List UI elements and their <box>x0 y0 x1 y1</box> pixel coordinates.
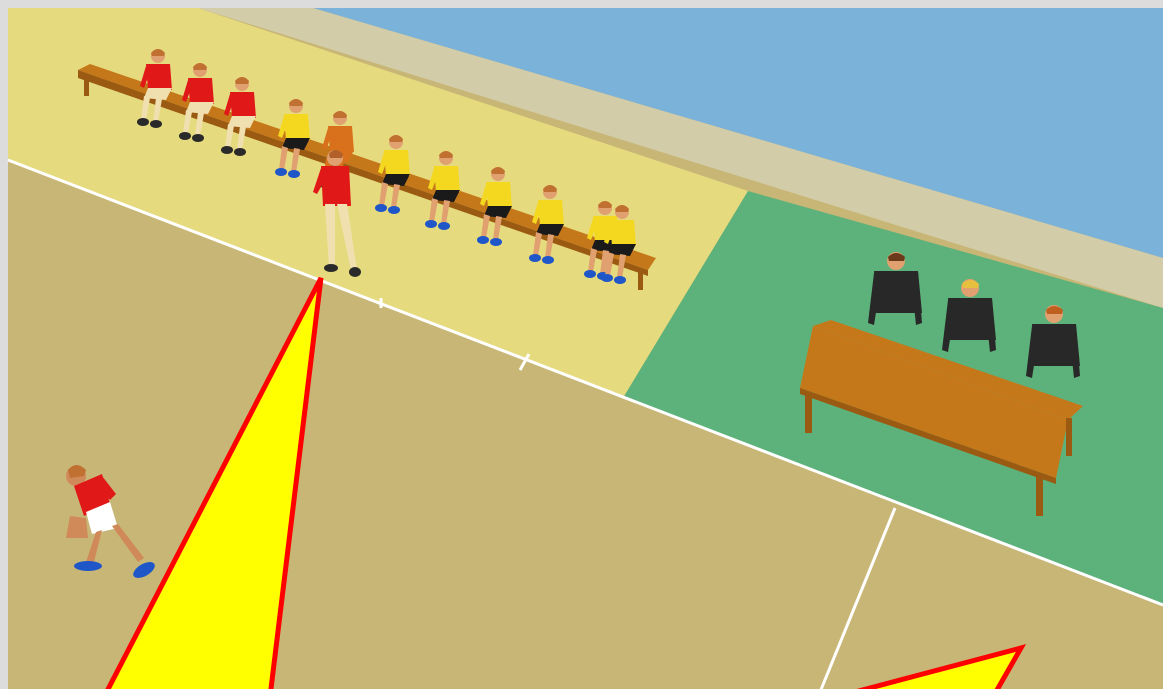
handball-scene <box>0 0 1163 689</box>
scene-svg <box>0 0 1163 689</box>
